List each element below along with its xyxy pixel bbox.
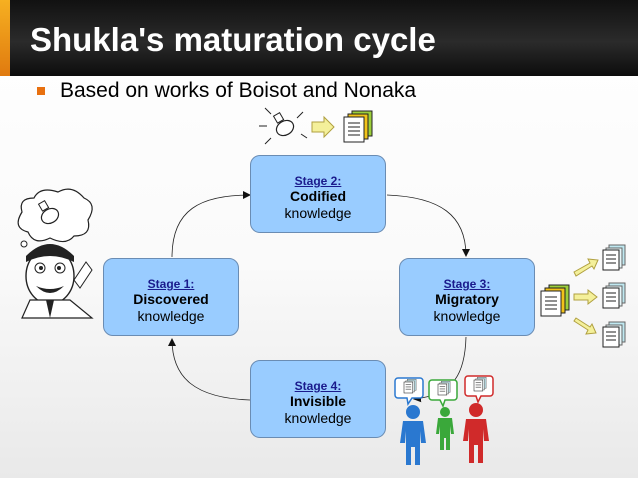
title-accent [0, 0, 10, 76]
bullet-text: Based on works of Boisot and Nonaka [60, 79, 417, 102]
person-icon [436, 407, 454, 450]
stage-2-number: Stage 2: [294, 174, 342, 188]
speech-bubble-icon [428, 379, 458, 408]
slide-title: Shukla's maturation cycle [30, 21, 436, 58]
stage-1-sub: knowledge [137, 308, 205, 324]
stage-3-box: Stage 3: Migratory knowledge [399, 258, 535, 336]
stage-1-number: Stage 1: [147, 277, 195, 291]
yellow-arrow-icon [573, 317, 597, 335]
document-stack-icon [541, 285, 569, 316]
document-stack-icon [602, 321, 626, 348]
thinking-man-icon [17, 188, 94, 319]
arrow-stage4-to-stage1 [168, 338, 251, 401]
stage-4-number: Stage 4: [294, 379, 342, 393]
document-stack-icon [602, 282, 626, 309]
document-stack-icon [602, 244, 626, 271]
person-icon [463, 403, 489, 463]
stage-2-sub: knowledge [284, 205, 352, 221]
stage-2-name: Codified [290, 188, 346, 204]
stage-4-sub: knowledge [284, 410, 352, 426]
yellow-arrow-icon [573, 258, 599, 277]
stage-1-name: Discovered [133, 291, 209, 307]
stage-1-box: Stage 1: Discovered knowledge [103, 258, 239, 336]
stage-3-sub: knowledge [433, 308, 501, 324]
lightbulb-icon [259, 107, 308, 145]
bullet-marker [37, 87, 45, 95]
title-bar [0, 0, 638, 76]
yellow-arrow-icon [573, 288, 598, 306]
arrow-stage2-to-stage3 [386, 194, 470, 257]
arrow-stage1-to-stage2 [171, 191, 251, 258]
stage-4-box: Stage 4: Invisible knowledge [250, 360, 386, 438]
yellow-arrow-icon [311, 115, 335, 139]
speech-bubble-icon [464, 375, 494, 404]
stage-4-name: Invisible [289, 393, 347, 409]
document-stack-icon [344, 111, 372, 142]
stage-2-box: Stage 2: Codified knowledge [250, 155, 386, 233]
person-icon [400, 405, 426, 465]
stage-3-name: Migratory [435, 291, 499, 307]
stage-3-number: Stage 3: [443, 277, 491, 291]
speech-bubble-icon [394, 377, 424, 406]
